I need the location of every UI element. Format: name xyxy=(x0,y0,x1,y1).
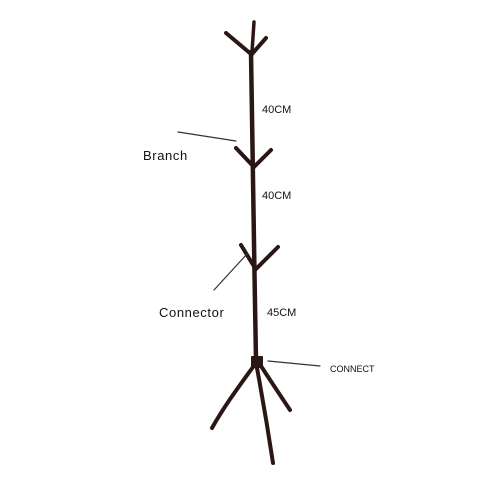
base-connector-leader-line xyxy=(267,360,321,367)
lower-hook-right xyxy=(253,245,280,272)
segment-middle-length: 40CM xyxy=(262,190,291,202)
leg-center xyxy=(255,366,275,465)
connector-label: Connector xyxy=(159,305,224,320)
branch-leader-line xyxy=(177,131,237,142)
top-hook-center xyxy=(250,20,256,54)
leg-left xyxy=(210,365,255,430)
connector-leader-line xyxy=(213,253,248,291)
top-hook-left xyxy=(224,31,253,56)
middle-hook-right xyxy=(251,148,273,170)
base-connector-label: CONNECT xyxy=(330,364,375,374)
leg-right xyxy=(259,364,292,412)
lower-hook-left xyxy=(239,243,257,270)
top-hook-right xyxy=(250,36,268,56)
coat-rack xyxy=(210,20,292,465)
segment-bottom-length: 45CM xyxy=(267,307,296,319)
segment-top-length: 40CM xyxy=(262,104,291,116)
middle-hook-left xyxy=(234,146,255,168)
main-pole xyxy=(248,49,259,363)
branch-label: Branch xyxy=(143,148,188,163)
